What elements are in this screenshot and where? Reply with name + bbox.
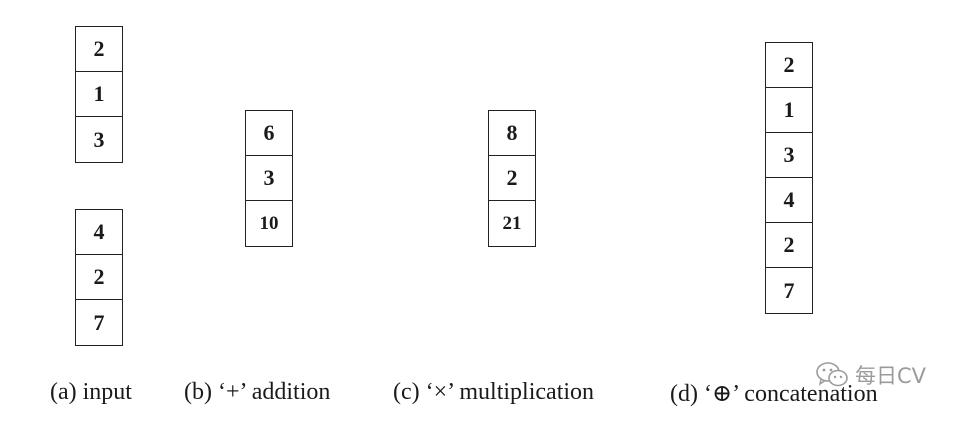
vector-cell: 4 xyxy=(76,210,122,255)
vector-cell: 7 xyxy=(783,277,795,303)
multiplication-vector: 8 2 21 xyxy=(488,110,536,247)
input-vector-2: 4 2 7 xyxy=(75,209,123,346)
vector-cell: 3 xyxy=(93,126,105,152)
caption-addition: (b) ‘+’ addition xyxy=(184,379,331,405)
caption-input: (a) input xyxy=(50,379,132,405)
concatenation-vector: 2 1 3 4 2 7 xyxy=(765,42,813,314)
caption-concatenation: (d) ‘⊕’ concatenation xyxy=(670,381,878,407)
vector-cell: 1 xyxy=(766,88,812,133)
watermark-text: 每日CV xyxy=(855,364,927,388)
vector-cell: 2 xyxy=(489,156,535,201)
vector-cell: 8 xyxy=(489,111,535,156)
vector-cell: 1 xyxy=(76,72,122,117)
vector-cell: 2 xyxy=(766,223,812,268)
vector-cell: 21 xyxy=(502,212,522,234)
vector-cell: 3 xyxy=(246,156,292,201)
vector-cell: 6 xyxy=(246,111,292,156)
vector-cell: 10 xyxy=(259,212,279,234)
watermark: 每日CV xyxy=(815,360,926,390)
vector-cell: 2 xyxy=(76,255,122,300)
vector-cell: 7 xyxy=(93,309,105,335)
vector-cell: 4 xyxy=(766,178,812,223)
vector-cell: 2 xyxy=(76,27,122,72)
wechat-icon xyxy=(816,362,848,387)
vector-cell: 2 xyxy=(766,43,812,88)
caption-multiplication: (c) ‘×’ multiplication xyxy=(393,379,595,405)
vector-cell: 3 xyxy=(766,133,812,178)
addition-vector: 6 3 10 xyxy=(245,110,293,247)
input-vector-1: 2 1 3 xyxy=(75,26,123,163)
